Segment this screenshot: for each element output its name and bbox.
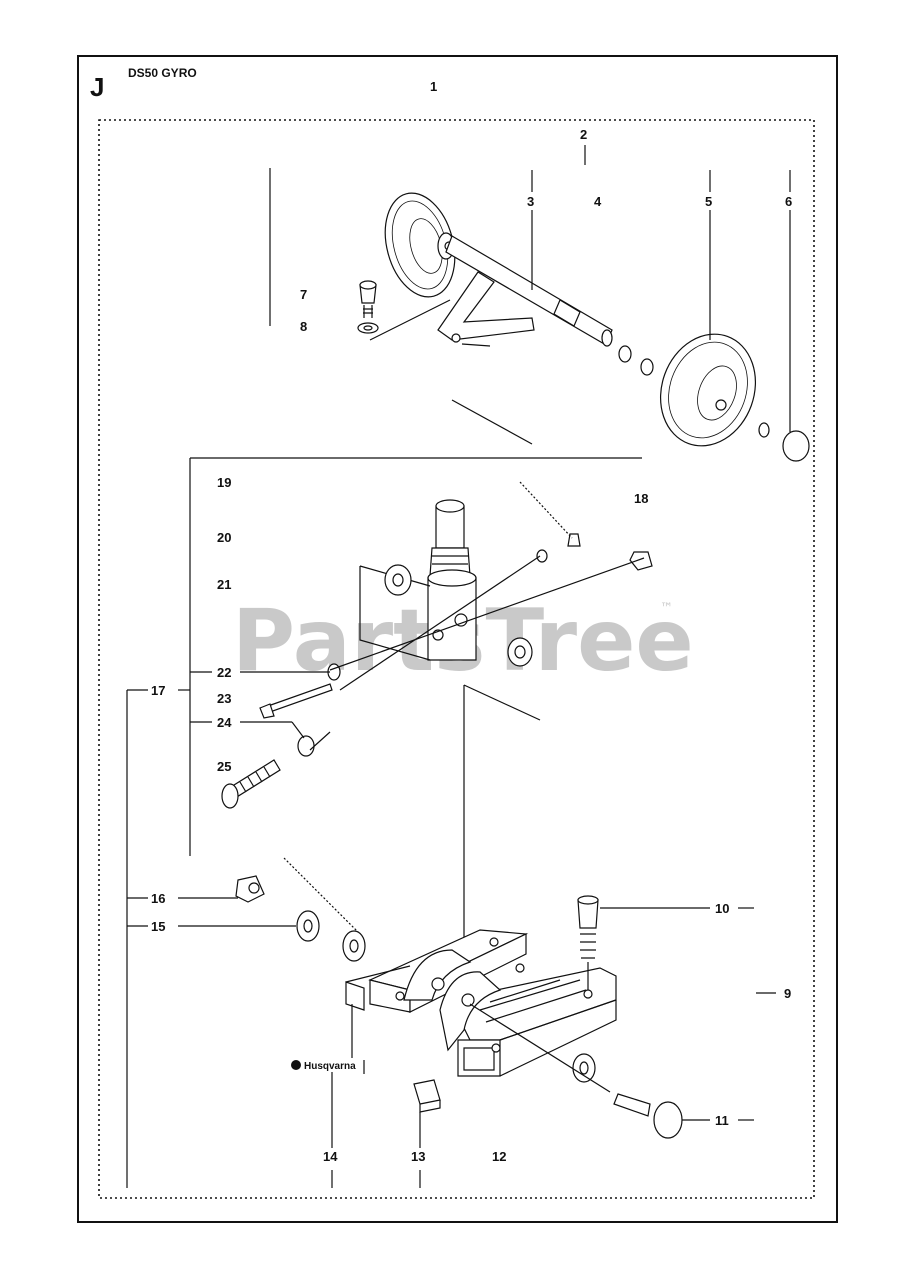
callout-13: 13: [411, 1149, 425, 1164]
callout-16: 16: [151, 891, 165, 906]
assembly-boundary: [98, 119, 815, 1199]
callout-15: 15: [151, 919, 165, 934]
watermark-trademark: ™: [660, 601, 673, 616]
callout-24: 24: [217, 715, 232, 730]
husqvarna-logo: Husqvarna: [291, 1060, 356, 1072]
callout-19: 19: [217, 475, 231, 490]
callout-18: 18: [634, 491, 648, 506]
callout-17: 17: [151, 683, 165, 698]
callout-21: 21: [217, 577, 231, 592]
page-frame: [77, 55, 838, 1223]
callout-20: 20: [217, 530, 231, 545]
callout-4: 4: [594, 194, 602, 209]
callout-11: 11: [715, 1113, 729, 1128]
callout-12: 12: [492, 1149, 506, 1164]
callout-9: 9: [784, 986, 791, 1001]
callout-23: 23: [217, 691, 231, 706]
wheel-kit: [269, 145, 810, 462]
callout-2: 2: [580, 127, 587, 142]
callout-10: 10: [715, 901, 729, 916]
callout-3: 3: [527, 194, 534, 209]
callout-labels: 1 2 3 4 5 6 7 8 9 10 11 12 13 14 15 16 1…: [151, 79, 792, 1164]
callout-22: 22: [217, 665, 231, 680]
model-title: DS50 GYRO: [128, 66, 197, 80]
callout-14: 14: [323, 1149, 338, 1164]
callout-8: 8: [300, 319, 307, 334]
callout-6: 6: [785, 194, 792, 209]
pivot-assembly: [189, 457, 653, 970]
callout-5: 5: [705, 194, 712, 209]
callout-7: 7: [300, 287, 307, 302]
base-frame: [126, 689, 776, 1188]
callout-1: 1: [430, 79, 437, 94]
brand-text: Husqvarna: [304, 1061, 356, 1072]
section-letter: J: [90, 72, 104, 102]
callout-25: 25: [217, 759, 231, 774]
